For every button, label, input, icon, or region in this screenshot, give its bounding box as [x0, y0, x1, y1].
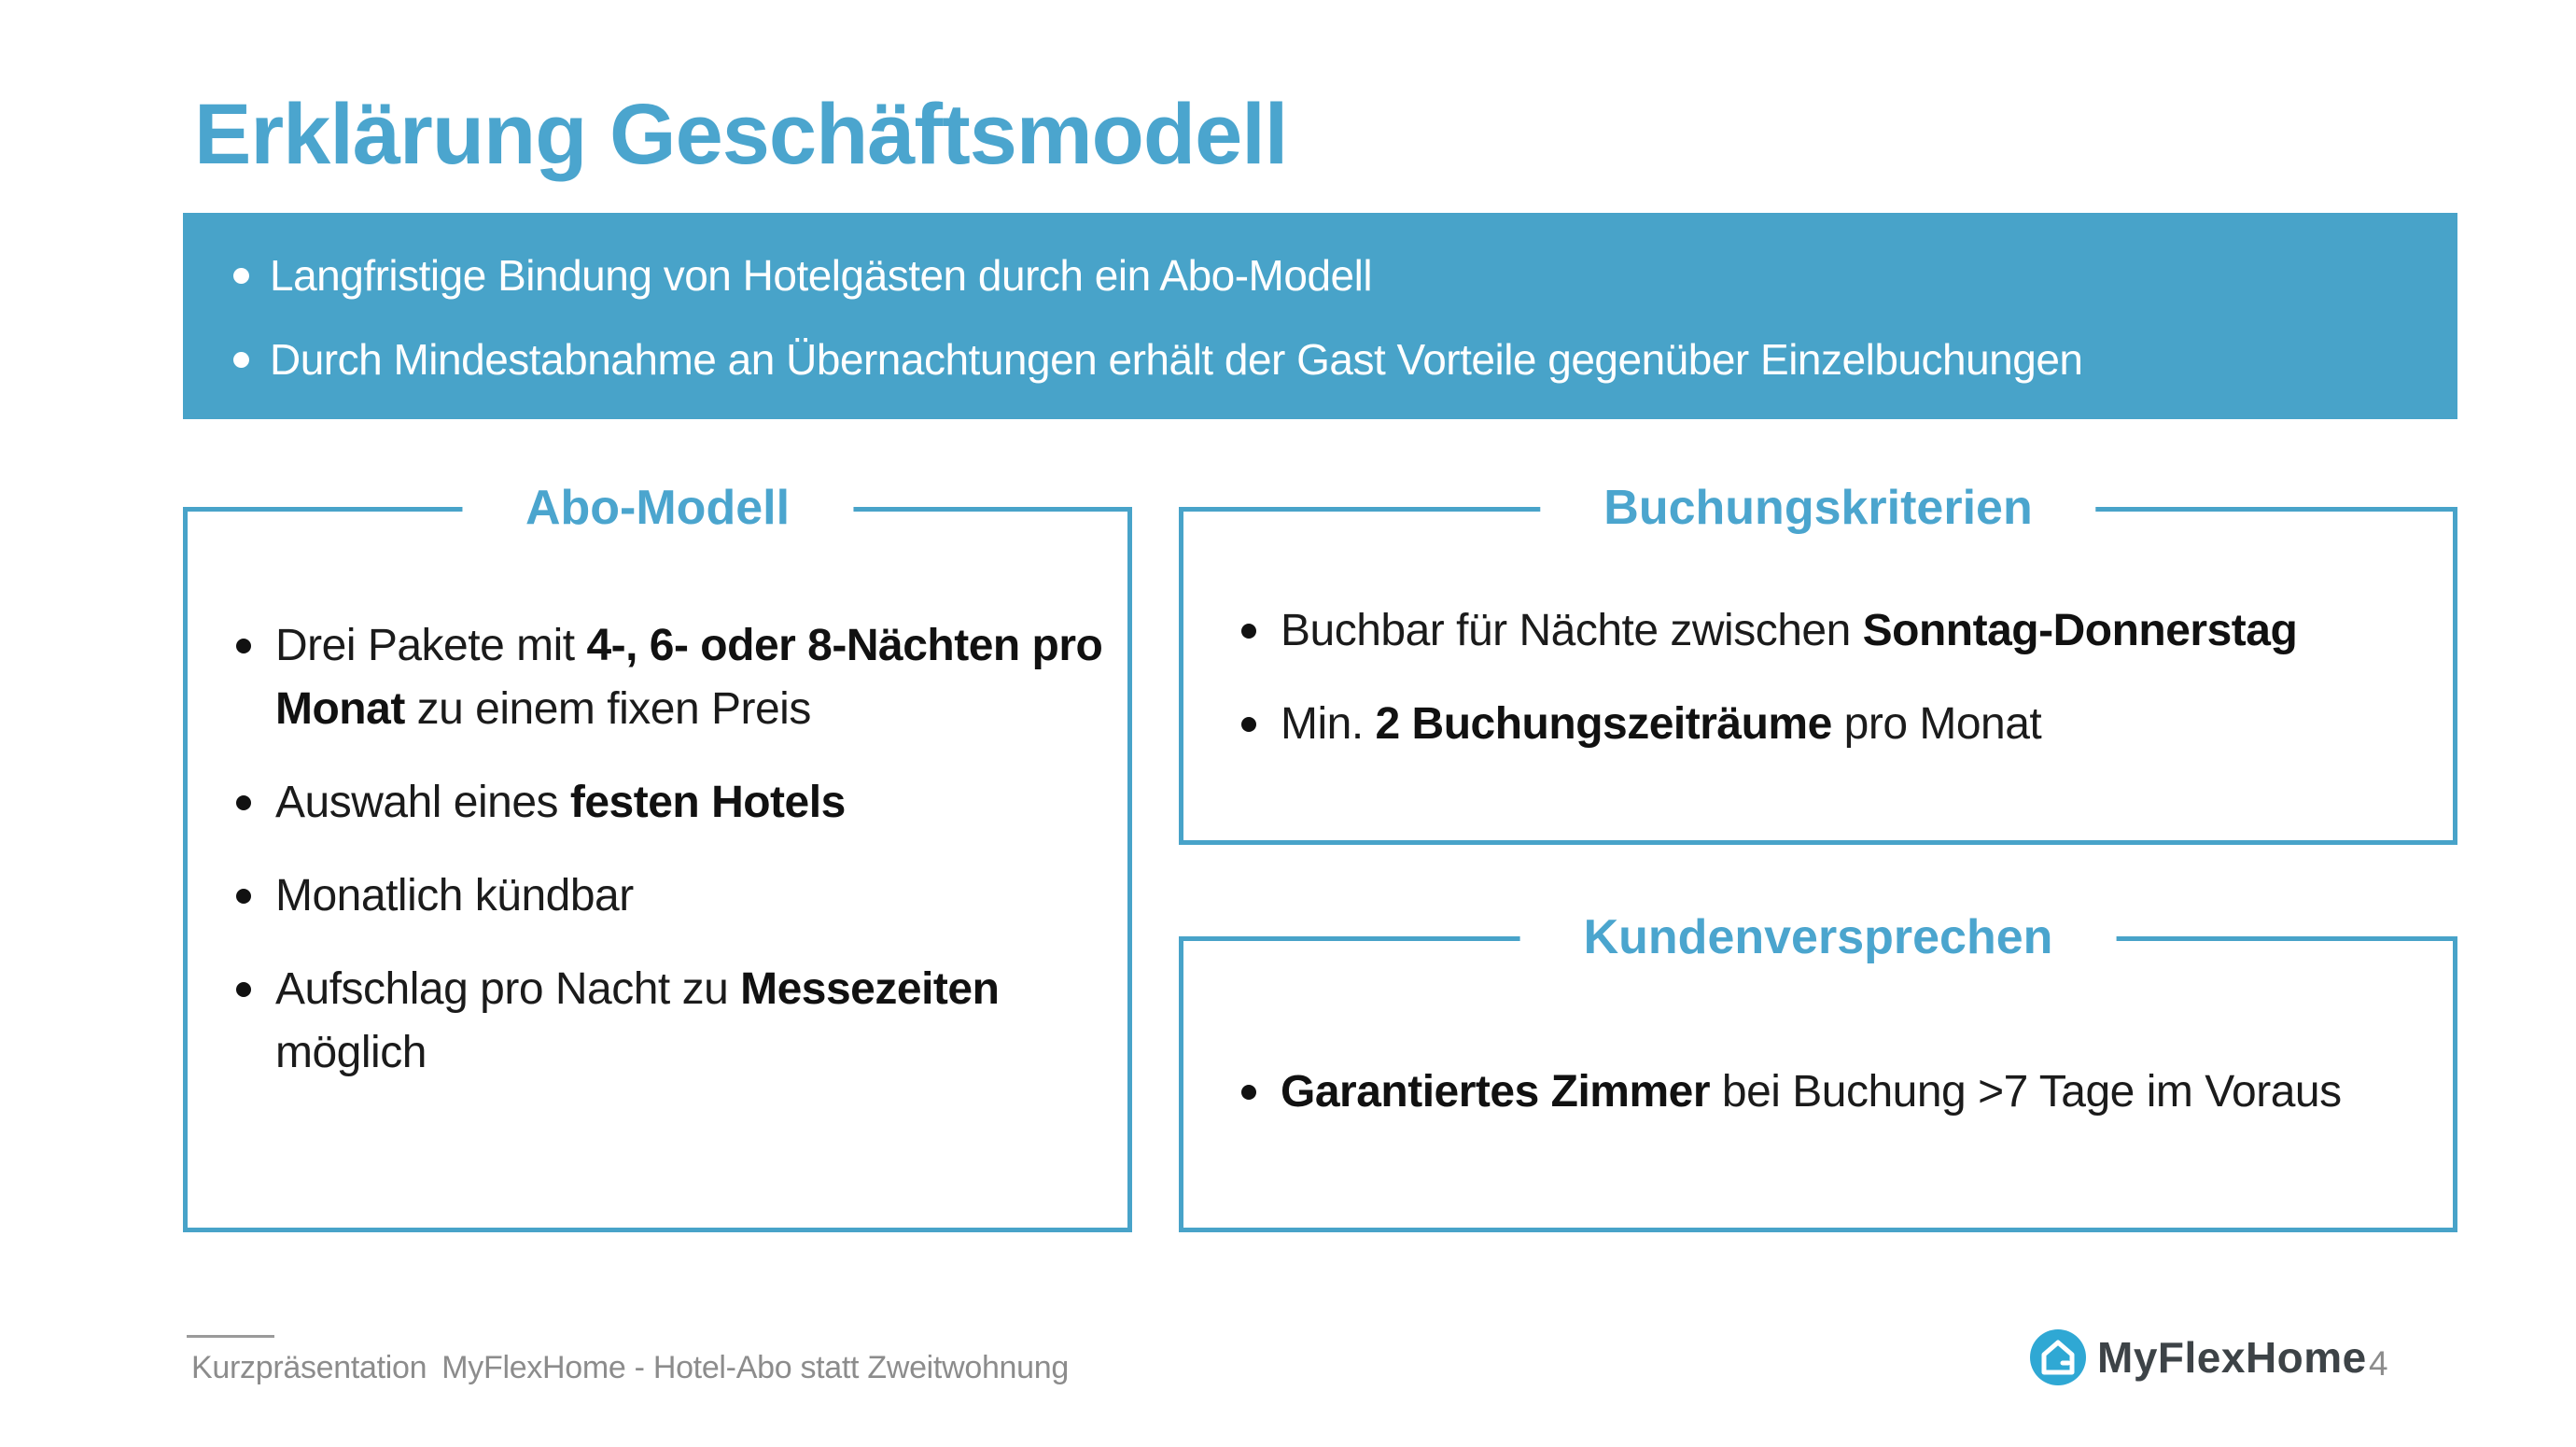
list-item: Monatlich kündbar: [236, 864, 1103, 928]
list-item-text: Garantiertes Zimmer bei Buchung >7 Tage …: [1281, 1067, 2342, 1117]
list-item: Aufschlag pro Nacht zu Messezeiten mögli…: [236, 958, 1103, 1085]
bullet-dot-icon: [1241, 624, 1256, 639]
list-item: Garantiertes Zimmer bei Buchung >7 Tage …: [1241, 1061, 2425, 1124]
footer-doc-title: MyFlexHome - Hotel-Abo statt Zweitwohnun…: [441, 1350, 1069, 1385]
bullet-dot-icon: [1241, 1085, 1256, 1100]
list-item-text: Min. 2 Buchungszeiträume pro Monat: [1281, 699, 2042, 749]
list-item-text: Langfristige Bindung von Hotelgästen dur…: [270, 251, 1373, 300]
buchungskriterien-box-title: Buchungskriterien: [1540, 478, 2096, 538]
list-item-text: Buchbar für Nächte zwischen Sonntag-Donn…: [1281, 606, 2298, 655]
buchungskriterien-box: Buchungskriterien Buchbar für Nächte zwi…: [1179, 478, 2457, 845]
page-number: 4: [2369, 1344, 2388, 1383]
bullet-dot-icon: [236, 795, 251, 810]
list-item: Durch Mindestabnahme an Übernachtungen e…: [233, 330, 2420, 388]
abo-modell-box: Abo-Modell Drei Pakete mit 4-, 6- oder 8…: [183, 478, 1132, 1232]
list-item-text: Durch Mindestabnahme an Übernachtungen e…: [270, 335, 2083, 384]
footer-divider: [187, 1335, 274, 1338]
myflexhome-logo: MyFlexHome: [2030, 1329, 2367, 1385]
list-item-text: Drei Pakete mit 4-, 6- oder 8-Nächten pr…: [275, 621, 1103, 734]
logo-wordmark: MyFlexHome: [2097, 1333, 2367, 1382]
page-title: Erklärung Geschäftsmodell: [194, 87, 1288, 182]
kundenversprechen-box-title: Kundenversprechen: [1519, 907, 2117, 967]
abo-modell-box-body: Drei Pakete mit 4-, 6- oder 8-Nächten pr…: [188, 512, 1127, 1115]
buchungskriterien-box-body: Buchbar für Nächte zwischen Sonntag-Donn…: [1183, 512, 2453, 786]
house-icon: [2030, 1329, 2086, 1385]
bullet-dot-icon: [236, 639, 251, 653]
kundenversprechen-box: Kundenversprechen Garantiertes Zimmer be…: [1179, 907, 2457, 1232]
bullet-dot-icon: [236, 889, 251, 904]
list-item: Drei Pakete mit 4-, 6- oder 8-Nächten pr…: [236, 614, 1103, 741]
list-item-text: Monatlich kündbar: [275, 871, 634, 920]
list-item: Langfristige Bindung von Hotelgästen dur…: [233, 246, 2420, 304]
footer-presentation-label: Kurzpräsentation: [191, 1350, 427, 1385]
kundenversprechen-box-body: Garantiertes Zimmer bei Buchung >7 Tage …: [1183, 941, 2453, 1154]
abo-modell-box-title: Abo-Modell: [461, 478, 854, 538]
footer-caption: Kurzpräsentation MyFlexHome - Hotel-Abo s…: [191, 1350, 1069, 1386]
bullet-dot-icon: [1241, 717, 1256, 732]
bullet-dot-icon: [236, 982, 251, 997]
list-item: Buchbar für Nächte zwischen Sonntag-Donn…: [1241, 599, 2425, 663]
intro-banner: Langfristige Bindung von Hotelgästen dur…: [183, 213, 2457, 419]
list-item-text: Auswahl eines festen Hotels: [275, 778, 846, 827]
bullet-dot-icon: [233, 352, 249, 368]
list-item: Min. 2 Buchungszeiträume pro Monat: [1241, 693, 2425, 756]
bullet-dot-icon: [233, 268, 249, 284]
list-item-text: Aufschlag pro Nacht zu Messezeiten mögli…: [275, 964, 1000, 1077]
list-item: Auswahl eines festen Hotels: [236, 771, 1103, 835]
